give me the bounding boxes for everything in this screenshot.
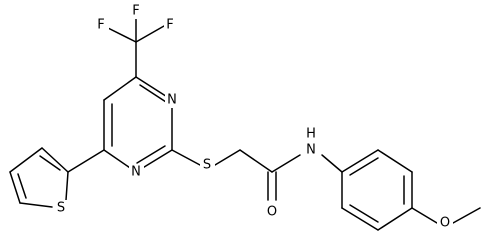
atom-n-pyrimidine-top: N	[165, 92, 180, 108]
bond-c2-s	[171, 149, 201, 166]
atom-o-carbonyl: O	[264, 204, 280, 220]
bond-ph-1-inner	[349, 157, 379, 176]
atom-n-pyrimidine-bottom: N	[129, 164, 144, 180]
atom-f3: F	[164, 17, 178, 33]
bond-ph-5-inner	[349, 204, 379, 223]
atom-labels: F F F N N S S H	[53, 3, 453, 231]
atom-o-methoxy: O	[437, 215, 453, 231]
atom-f3-label: F	[166, 18, 173, 33]
bond-pyr-c2-n1-inner	[136, 145, 166, 164]
bond-ch2-co	[239, 149, 273, 173]
bond-th-c4-c5	[9, 171, 21, 204]
bond-ph-1	[341, 149, 379, 173]
atom-s-thioether-label: S	[203, 158, 211, 173]
bond-ph-o	[411, 207, 438, 224]
atom-n-pyrimidine-top-label: N	[167, 93, 177, 108]
bond-n-aryl	[321, 154, 343, 173]
atom-s-thiophene: S	[53, 200, 68, 216]
atom-n-amide-label: N	[306, 143, 316, 158]
atom-s-thiophene-label: S	[57, 201, 65, 216]
bond-th-s-c2	[65, 171, 69, 201]
bond-pyr-c4-n3-inner	[139, 84, 167, 103]
atom-f2: F	[129, 3, 143, 19]
bond-ph-2	[377, 149, 413, 173]
bond-cf-3	[135, 25, 165, 43]
bond-pyr-c5-c4	[103, 76, 137, 101]
bond-co-n	[271, 154, 301, 173]
bond-th-c2-c3	[41, 147, 69, 173]
bond-s-ch2	[214, 149, 241, 166]
bonds	[9, 11, 481, 231]
bond-cf-1	[103, 25, 137, 43]
atom-s-thioether: S	[200, 157, 215, 173]
atom-o-methoxy-label: O	[440, 216, 450, 231]
atom-h-amide: H	[303, 126, 318, 142]
atom-f2-label: F	[132, 4, 139, 19]
bond-th-c5-s	[19, 202, 53, 208]
atom-n-pyrimidine-bottom-label: N	[131, 165, 141, 180]
bond-th-c4-c5-inner	[17, 173, 27, 199]
atom-h-amide-label: H	[306, 127, 316, 142]
atom-o-carbonyl-label: O	[267, 205, 277, 220]
bond-th-c2-c3-inner	[39, 155, 61, 171]
bond-pyr-thiophene	[67, 149, 105, 173]
atom-n-amide: N	[303, 142, 318, 158]
bond-o-ch3	[452, 207, 481, 224]
atom-f1: F	[95, 17, 109, 33]
bond-th-c3-c4	[9, 147, 43, 173]
bond-ph-5	[341, 207, 379, 231]
bond-ph-4	[377, 207, 413, 231]
atom-f1-label: F	[97, 18, 104, 33]
